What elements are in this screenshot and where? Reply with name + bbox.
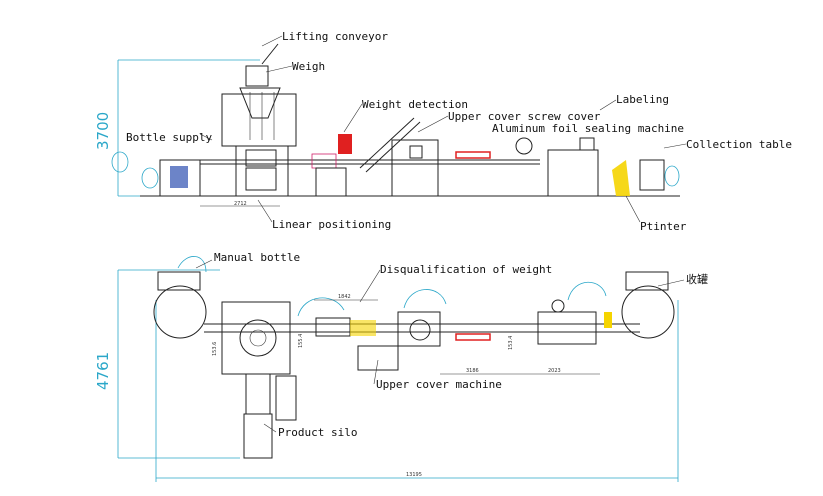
label-product-silo: Product silo <box>278 426 357 439</box>
svg-text:1842: 1842 <box>338 294 351 300</box>
svg-text:13195: 13195 <box>406 472 422 478</box>
labeling-machine <box>515 137 599 197</box>
label-lifting-conveyor: Lifting conveyor <box>282 30 388 43</box>
width-dimension: 4761 <box>94 269 240 459</box>
label-printer: Ptinter <box>640 220 687 233</box>
filling-station <box>221 301 297 459</box>
label-collection-table: Collection table <box>686 138 792 151</box>
printer-unit <box>612 160 630 196</box>
collection-table <box>639 159 665 191</box>
svg-text:2023: 2023 <box>548 368 561 374</box>
label-bottle-supply: Bottle supply <box>126 131 212 144</box>
height-dimension-text: 3700 <box>94 112 112 150</box>
label-labeling: Labeling <box>616 93 669 106</box>
left-turntable <box>153 256 207 339</box>
label-upper-cover-machine: Upper cover machine <box>376 378 502 391</box>
label-manual-bottle: Manual bottle <box>214 251 300 264</box>
svg-text:155.4: 155.4 <box>298 334 304 348</box>
total-length-dimension: 13195 <box>155 300 679 482</box>
top-foil-sealing-marker <box>455 333 491 341</box>
side-view: 3700 2712 <box>94 30 792 233</box>
label-weigh: Weigh <box>292 60 325 73</box>
right-turntable <box>621 271 675 339</box>
label-linear-positioning: Linear positioning <box>272 218 391 231</box>
weigher-tower <box>221 65 297 197</box>
label-collect-can: 收罐 <box>686 272 708 286</box>
svg-text:153.4: 153.4 <box>508 336 514 350</box>
label-disqualification-of-weight: Disqualification of weight <box>380 263 552 276</box>
label-upper-cover-screw-cover: Upper cover screw cover <box>448 110 601 123</box>
weight-detection-unit <box>338 134 352 154</box>
height-dimension: 3700 <box>94 59 260 197</box>
label-weight-detection: Weight detection <box>362 98 468 111</box>
svg-text:2712: 2712 <box>234 201 247 207</box>
svg-text:3186: 3186 <box>466 368 479 374</box>
label-aluminum-foil-sealing: Aluminum foil sealing machine <box>492 122 684 135</box>
top-view: 4761 13195 <box>94 251 708 482</box>
foil-sealing-marker <box>455 151 491 159</box>
svg-text:153.6: 153.6 <box>212 342 218 356</box>
bottle-supply-unit <box>111 151 201 197</box>
linear-positioning-dimension: 2712 <box>200 201 280 207</box>
width-dimension-text: 4761 <box>94 352 112 390</box>
upper-cover-machine <box>357 311 441 371</box>
